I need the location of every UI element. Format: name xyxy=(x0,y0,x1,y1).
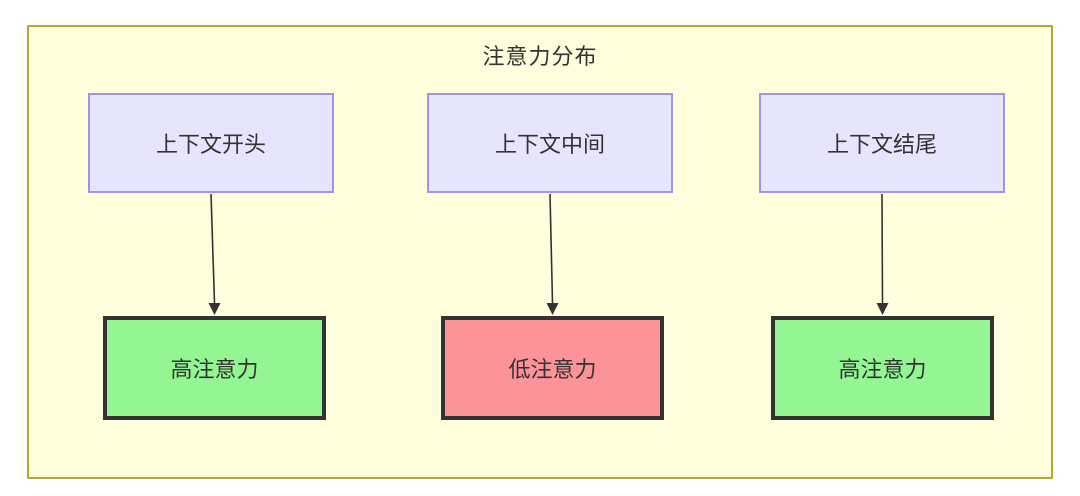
node-high-attention-end[interactable]: 高注意力 xyxy=(771,316,994,420)
node-context-end[interactable]: 上下文结尾 xyxy=(759,93,1005,193)
node-high-attention-end-label: 高注意力 xyxy=(838,357,927,382)
node-low-attention-middle-label: 低注意力 xyxy=(508,357,597,382)
node-context-start-label: 上下文开头 xyxy=(155,132,266,157)
node-high-attention-start[interactable]: 高注意力 xyxy=(103,316,326,420)
node-context-middle[interactable]: 上下文中间 xyxy=(427,93,673,193)
node-context-start[interactable]: 上下文开头 xyxy=(88,93,334,193)
node-context-end-label: 上下文结尾 xyxy=(826,132,937,157)
subgraph-title: 注意力分布 xyxy=(482,44,598,69)
node-context-middle-label: 上下文中间 xyxy=(494,132,605,157)
node-low-attention-middle[interactable]: 低注意力 xyxy=(441,316,664,420)
node-high-attention-start-label: 高注意力 xyxy=(170,357,259,382)
